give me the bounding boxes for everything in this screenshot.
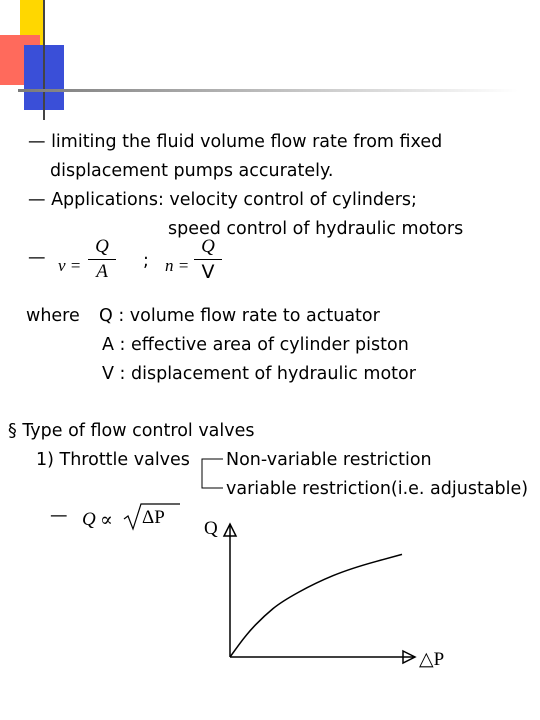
where-item-v: V : displacement of hydraulic motor <box>102 364 416 384</box>
y-axis-arrow <box>222 522 238 537</box>
fraction-bar <box>88 259 116 260</box>
bullet-line-1: — limiting the fluid volume flow rate fr… <box>28 132 443 152</box>
decorative-corner <box>0 0 540 120</box>
where-item-q: Q : volume flow rate to actuator <box>99 306 380 326</box>
relation-rhs: ΔP <box>142 507 165 528</box>
branch-bracket <box>201 458 223 489</box>
formula-n-fraction: Q V <box>194 236 222 283</box>
formula-separator: ; <box>143 251 149 271</box>
formula-dash: — <box>28 248 46 268</box>
section-title: § Type of flow control valves <box>8 421 255 441</box>
formula-v-fraction: Q A <box>88 236 116 283</box>
bullet-line-4: speed control of hydraulic motors <box>168 219 464 239</box>
relation-lhs: Q <box>82 509 96 530</box>
fraction-bar <box>194 259 222 260</box>
formula-n-lhs: n = <box>165 256 190 275</box>
relation-dash: — <box>50 506 68 526</box>
section-item-throttle: 1) Throttle valves <box>36 450 190 470</box>
branch-non-variable: Non-variable restriction <box>226 450 432 470</box>
formula-v-lhs: v = <box>58 256 82 275</box>
formula-n-denominator: V <box>201 261 215 283</box>
formula-v-denominator: A <box>96 261 108 282</box>
x-axis-arrow <box>402 649 417 665</box>
branch-variable: variable restriction(i.e. adjustable) <box>226 479 529 499</box>
bullet-line-3: — Applications: velocity control of cyli… <box>28 190 417 210</box>
series-curve <box>229 553 403 658</box>
relation-propto: ∝ <box>100 510 113 531</box>
bullet-line-2: displacement pumps accurately. <box>50 161 334 181</box>
where-item-a: A : effective area of cylinder piston <box>102 335 409 355</box>
formula-v-numerator: Q <box>95 236 109 257</box>
deco-vertical-rule <box>43 0 45 120</box>
x-axis-label: △P <box>419 649 444 670</box>
where-label: where <box>26 306 80 326</box>
flow-pressure-chart: Q △P <box>204 518 444 670</box>
y-axis-label: Q <box>204 518 218 539</box>
deco-horizontal-rule <box>18 89 518 92</box>
sqrt-sign <box>123 503 180 531</box>
formula-n-numerator: Q <box>201 236 215 257</box>
